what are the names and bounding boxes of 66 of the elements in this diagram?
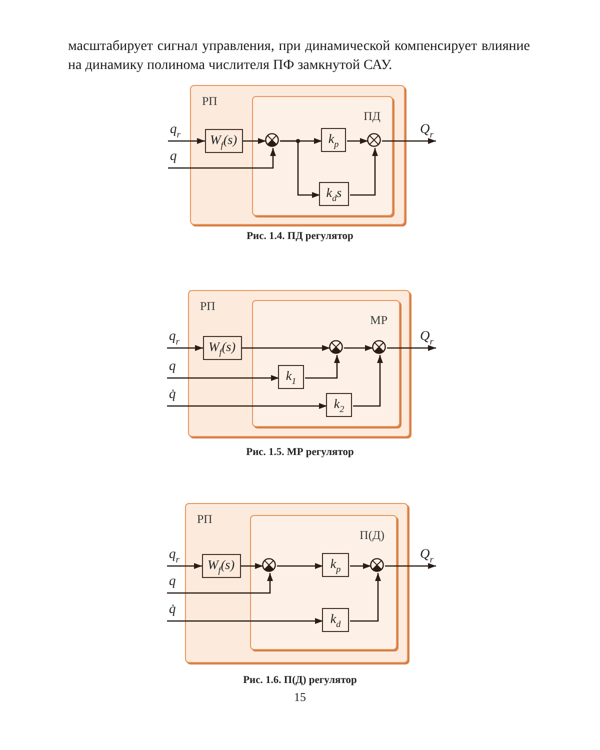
page-number: 15 bbox=[294, 690, 306, 704]
signal-arrow bbox=[167, 345, 203, 351]
input-signal-label: q bbox=[167, 357, 183, 378]
output-signal-label: Q$_{r}$ bbox=[418, 120, 436, 141]
signal-arrow bbox=[385, 563, 436, 569]
signal-arrow bbox=[167, 375, 279, 381]
output-signal-label: Q$_{r}$ bbox=[418, 545, 436, 566]
signal-arrow bbox=[168, 148, 276, 169]
transfer-block: W$_{f}$(s) bbox=[202, 554, 240, 578]
signal-arrow bbox=[347, 138, 368, 144]
signal-arrow bbox=[353, 355, 383, 407]
summing-junction bbox=[265, 133, 279, 147]
frame-title: П(Д) bbox=[360, 528, 384, 540]
gain-block: k$_{p}$ bbox=[322, 553, 349, 577]
gain-block: k$_{p}$ bbox=[321, 128, 346, 152]
transfer-block: W$_{f}$(s) bbox=[202, 336, 242, 360]
input-signal-label: q$_{r}$ bbox=[167, 545, 183, 566]
input-signal-label: q bbox=[168, 147, 184, 168]
signal-arrow bbox=[167, 403, 327, 409]
signal-arrow bbox=[350, 148, 378, 196]
output-signal-label: Q$_{r}$ bbox=[418, 327, 436, 348]
figure-caption: Рис. 1.4. ПД регулятор bbox=[246, 231, 354, 244]
signal-arrow bbox=[167, 563, 202, 569]
signal-arrow bbox=[350, 563, 371, 569]
frame-title: ПД bbox=[364, 110, 380, 122]
input-signal-label: q$_{r}$ bbox=[168, 120, 184, 141]
signal-arrow bbox=[344, 345, 373, 351]
signal-arrow bbox=[168, 138, 205, 144]
input-signal-label: q$_{r}$ bbox=[167, 327, 183, 348]
signal-arrow bbox=[243, 138, 266, 144]
outer-frame bbox=[185, 503, 408, 663]
frame-title: РП bbox=[202, 95, 218, 107]
inner-frame bbox=[252, 300, 400, 426]
summing-junction bbox=[367, 133, 381, 147]
signal-arrow bbox=[350, 573, 381, 622]
inner-frame bbox=[252, 96, 392, 216]
gain-block: k$_{d}$ bbox=[322, 608, 349, 632]
gain-block: k$_{2}$ bbox=[326, 393, 352, 417]
signal-arrow bbox=[242, 345, 330, 351]
frame-title: МР bbox=[370, 314, 388, 326]
summing-junction bbox=[262, 558, 276, 572]
outer-frame bbox=[188, 290, 410, 437]
signal-arrow bbox=[167, 618, 323, 624]
signal-arrow bbox=[382, 138, 436, 144]
inner-frame bbox=[250, 514, 396, 650]
signal-arrow bbox=[241, 563, 263, 569]
input-signal-label: q̇ bbox=[167, 600, 183, 621]
signal-arrow bbox=[387, 345, 436, 351]
frame-title: РП bbox=[197, 513, 212, 525]
body-text: масштабирует сигнал управления, при динамической компенсирует влияние на динамику полинома числителя ПФ замкнутой САУ. bbox=[68, 38, 530, 75]
signal-arrow bbox=[277, 563, 323, 569]
gain-block: k$_{1}$ bbox=[278, 365, 304, 389]
gain-block: k$_{d}$s bbox=[319, 182, 349, 206]
signal-arrow bbox=[167, 573, 273, 594]
summing-junction bbox=[329, 340, 343, 354]
transfer-block: W$_{f}$(s) bbox=[204, 128, 242, 152]
figure-caption: Рис. 1.6. П(Д) регулятор bbox=[243, 675, 357, 688]
summing-junction bbox=[370, 558, 384, 572]
frame-title: РП bbox=[200, 300, 216, 312]
signal-arrow bbox=[305, 355, 340, 379]
input-signal-label: q bbox=[167, 572, 183, 593]
figure-caption: Рис. 1.5. МР регулятор bbox=[246, 447, 354, 460]
input-signal-label: q̇ bbox=[167, 385, 183, 406]
signal-arrow bbox=[280, 140, 320, 198]
summing-junction bbox=[372, 340, 386, 354]
outer-frame bbox=[190, 85, 405, 225]
